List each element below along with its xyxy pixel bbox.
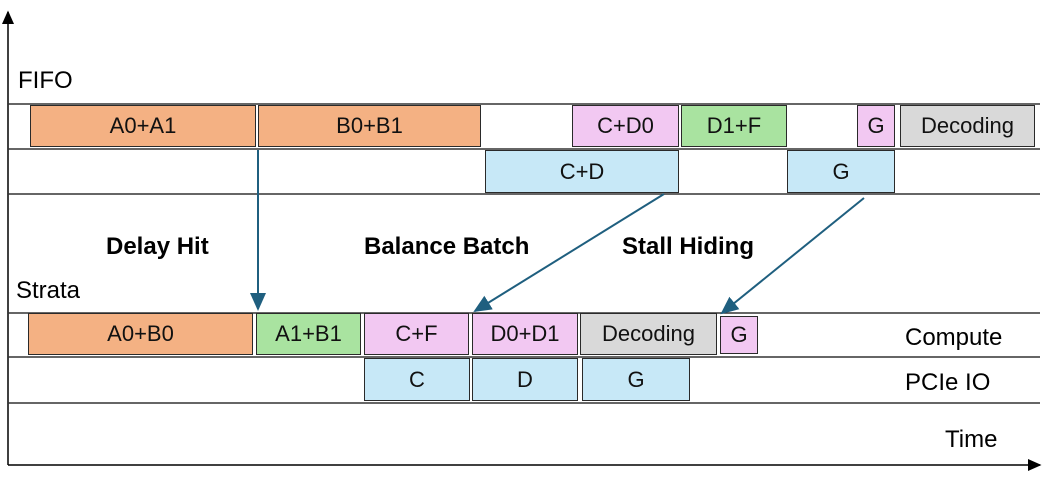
strata-block-a1-b1: A1+B1 [256,313,361,355]
fifo-block-g-compute: G [857,105,895,147]
strata-block-decoding: Decoding [580,313,717,355]
fifo-block-a0-a1: A0+A1 [30,105,256,147]
time-axis-label: Time [945,426,998,453]
compute-row-label: Compute [905,324,1003,351]
fifo-block-c-d-io: C+D [485,150,679,193]
strata-block-c-f: C+F [364,313,469,355]
balance-batch-label: Balance Batch [364,233,530,260]
strata-block-g-io: G [582,358,690,401]
stall-hiding-label: Stall Hiding [622,233,754,260]
fifo-block-decoding: Decoding [900,105,1035,147]
fifo-block-c-d0: C+D0 [572,105,679,147]
balance-batch-arrow [473,193,665,313]
pcie-row-label: PCIe IO [905,369,991,396]
strata-title: Strata [16,277,81,304]
delay-hit-label: Delay Hit [106,233,209,260]
strata-block-g-compute: G [720,316,758,354]
strata-block-d0-d1: D0+D1 [472,313,578,355]
fifo-block-d1-f: D1+F [681,105,787,147]
fifo-block-b0-b1: B0+B1 [258,105,481,147]
strata-block-c-io: C [364,358,470,401]
strata-block-d-io: D [472,358,578,401]
strata-block-a0-b0: A0+B0 [28,313,253,355]
stall-hiding-arrow [720,197,865,315]
fifo-block-g-io: G [787,150,895,193]
fifo-title: FIFO [18,67,73,94]
